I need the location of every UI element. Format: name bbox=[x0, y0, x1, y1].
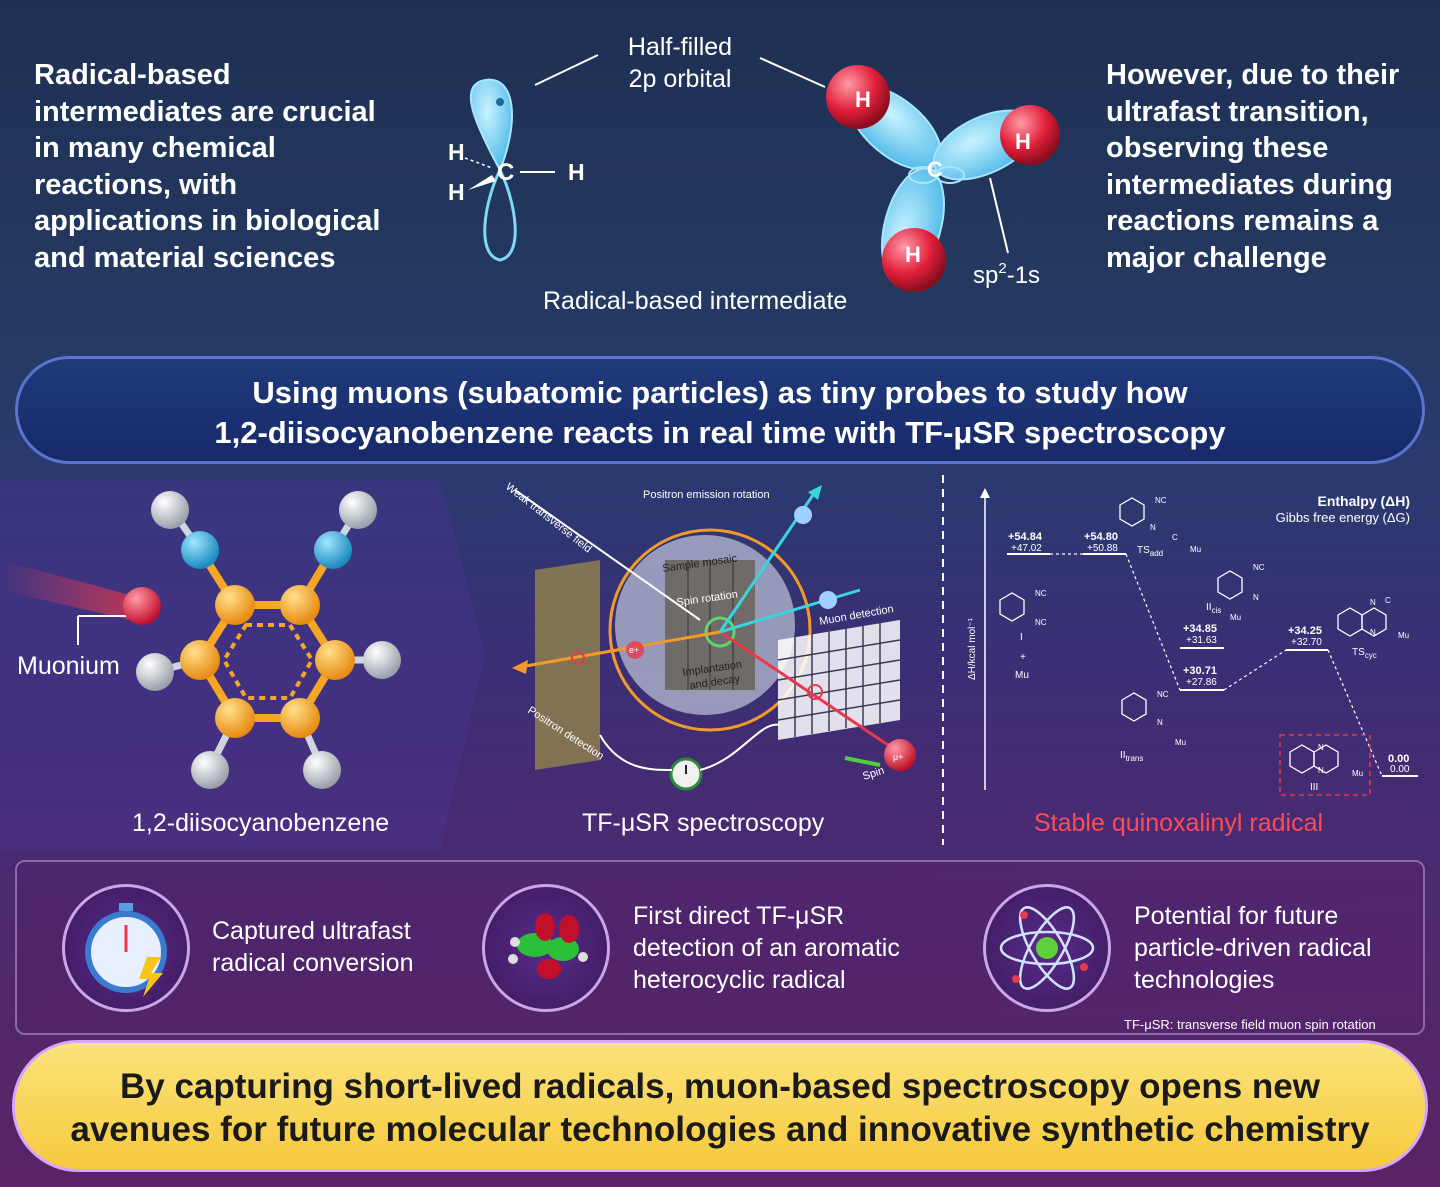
orbital-caption: Radical-based intermediate bbox=[543, 287, 848, 315]
footer-line2: avenues for future molecular technologie… bbox=[70, 1110, 1370, 1149]
energy-subtitle: Gibbs free energy (ΔG) bbox=[1276, 510, 1410, 525]
intro-left-text: Radical-based intermediates are crucial … bbox=[34, 59, 381, 274]
ts-cyc-label: TScyc bbox=[1352, 647, 1377, 660]
benefit-1-text: Captured ultrafast radical conversion bbox=[212, 917, 414, 977]
carbon-label-left: C bbox=[497, 159, 514, 186]
orbital-label-line1: Half-filled bbox=[628, 33, 732, 61]
mu-label-5: Mu bbox=[1352, 769, 1363, 778]
level-4-h: +30.71 bbox=[1183, 665, 1217, 677]
n-label-5: N bbox=[1157, 718, 1163, 727]
nc-label-1: NC bbox=[1155, 496, 1167, 505]
level-3-h: +34.85 bbox=[1183, 623, 1217, 635]
benefit-3-text: Potential for future particle-driven rad… bbox=[1134, 902, 1372, 994]
atom-icon bbox=[983, 884, 1111, 1012]
muonium-label: Muonium bbox=[17, 652, 120, 680]
level-2-g: +50.88 bbox=[1087, 543, 1118, 554]
mu-label-4: Mu bbox=[1175, 738, 1186, 747]
iii-label: III bbox=[1310, 782, 1318, 793]
ii-cis-label: IIcis bbox=[1206, 602, 1221, 615]
molecule-caption: 1,2-diisocyanobenzene bbox=[132, 809, 390, 837]
level-6-h: 0.00 bbox=[1388, 753, 1409, 765]
positron-rotation-label: Positron emission rotation bbox=[643, 489, 770, 501]
energy-axis-label: ΔH/kcal mol⁻¹ bbox=[967, 617, 978, 680]
n-label-1: N bbox=[1370, 598, 1376, 607]
ii-trans-label: IItrans bbox=[1120, 750, 1143, 763]
h-label-1: H bbox=[448, 139, 465, 165]
nc-label-4: NC bbox=[1253, 563, 1265, 572]
banner-line1: Using muons (subatomic particles) as tin… bbox=[252, 375, 1188, 410]
weak-field-label: Weak transverse field bbox=[503, 481, 594, 555]
nc-label-5: NC bbox=[1157, 690, 1169, 699]
ts-add-label: TSadd bbox=[1137, 545, 1163, 558]
muon-symbol: μ+ bbox=[893, 752, 903, 762]
nc-label-2: NC bbox=[1035, 589, 1047, 598]
banner-line2: 1,2-diisocyanobenzene reacts in real tim… bbox=[214, 415, 1226, 450]
radical-orbital-diagram: C H H H Half-filled 2p orbital H H H C s… bbox=[448, 33, 1060, 292]
footnote: TF-μSR: transverse field muon spin rotat… bbox=[1124, 1017, 1376, 1032]
main-banner: Using muons (subatomic particles) as tin… bbox=[15, 356, 1425, 464]
level-1-h: +54.84 bbox=[1008, 531, 1043, 543]
stopwatch-icon bbox=[62, 884, 190, 1012]
mu-label-6: Mu bbox=[1230, 613, 1241, 622]
n-label-4: N bbox=[1318, 766, 1324, 775]
mu-label-2: Mu bbox=[1190, 545, 1201, 554]
mu-label-1: Mu bbox=[1015, 670, 1029, 681]
h-label-r3: H bbox=[905, 242, 921, 267]
level-2-h: +54.80 bbox=[1084, 531, 1118, 543]
level-4-g: +27.86 bbox=[1186, 677, 1217, 688]
level-6-g: 0.00 bbox=[1390, 764, 1410, 775]
carbon-label-right: C bbox=[927, 157, 943, 182]
muonium-atom bbox=[123, 587, 161, 625]
h-label-r2: H bbox=[1015, 129, 1031, 154]
sp2-orbital-right bbox=[826, 65, 1060, 292]
sp2-label: sp2-1s bbox=[973, 260, 1040, 289]
plus-label: + bbox=[1020, 652, 1026, 663]
molecular-orbital-icon bbox=[482, 884, 610, 1012]
benzene-atoms bbox=[123, 491, 401, 789]
mu-label-3: Mu bbox=[1398, 631, 1409, 640]
h-label-r1: H bbox=[855, 87, 871, 112]
muon-beam bbox=[0, 560, 130, 620]
energy-profile bbox=[980, 488, 1418, 796]
middle-panel: Positron emission rotation Weak transver… bbox=[0, 475, 1418, 850]
n-label-3: N bbox=[1318, 743, 1324, 752]
spectroscopy-caption: TF-μSR spectroscopy bbox=[582, 809, 825, 837]
quinoxalinyl-caption: Stable quinoxalinyl radical bbox=[1034, 809, 1324, 837]
c-label-1: C bbox=[1172, 533, 1178, 542]
molecule-backdrop bbox=[0, 480, 485, 850]
n-label-6: N bbox=[1253, 593, 1259, 602]
positron-symbol: e+ bbox=[629, 645, 639, 655]
n-label-7: N bbox=[1150, 523, 1156, 532]
i-label: I bbox=[1020, 632, 1023, 643]
tf-musr-diagram bbox=[512, 485, 916, 791]
conclusion-banner: By capturing short-lived radicals, muon-… bbox=[12, 1040, 1428, 1172]
benefit-2-text: First direct TF-μSR detection of an arom… bbox=[633, 902, 900, 994]
p-orbital-left bbox=[464, 78, 555, 262]
energy-title: Enthalpy (ΔH) bbox=[1317, 493, 1410, 509]
h-label-2: H bbox=[448, 179, 465, 205]
c-label-2: C bbox=[1385, 596, 1391, 605]
level-5-h: +34.25 bbox=[1288, 625, 1322, 637]
footer-line1: By capturing short-lived radicals, muon-… bbox=[120, 1067, 1320, 1106]
nc-label-3: NC bbox=[1035, 618, 1047, 627]
n-label-2: N bbox=[1370, 628, 1376, 637]
orbital-label-line2: 2p orbital bbox=[629, 65, 732, 93]
level-1-g: +47.02 bbox=[1011, 543, 1042, 554]
h-label-3: H bbox=[568, 159, 585, 185]
benefits-panel: Captured ultrafast radical conversion Fi… bbox=[15, 860, 1425, 1035]
intro-right-text: However, due to their ultrafast transiti… bbox=[1106, 59, 1400, 274]
level-3-g: +31.63 bbox=[1186, 635, 1217, 646]
level-5-g: +32.70 bbox=[1291, 637, 1322, 648]
spin-label: Spin bbox=[861, 765, 886, 783]
